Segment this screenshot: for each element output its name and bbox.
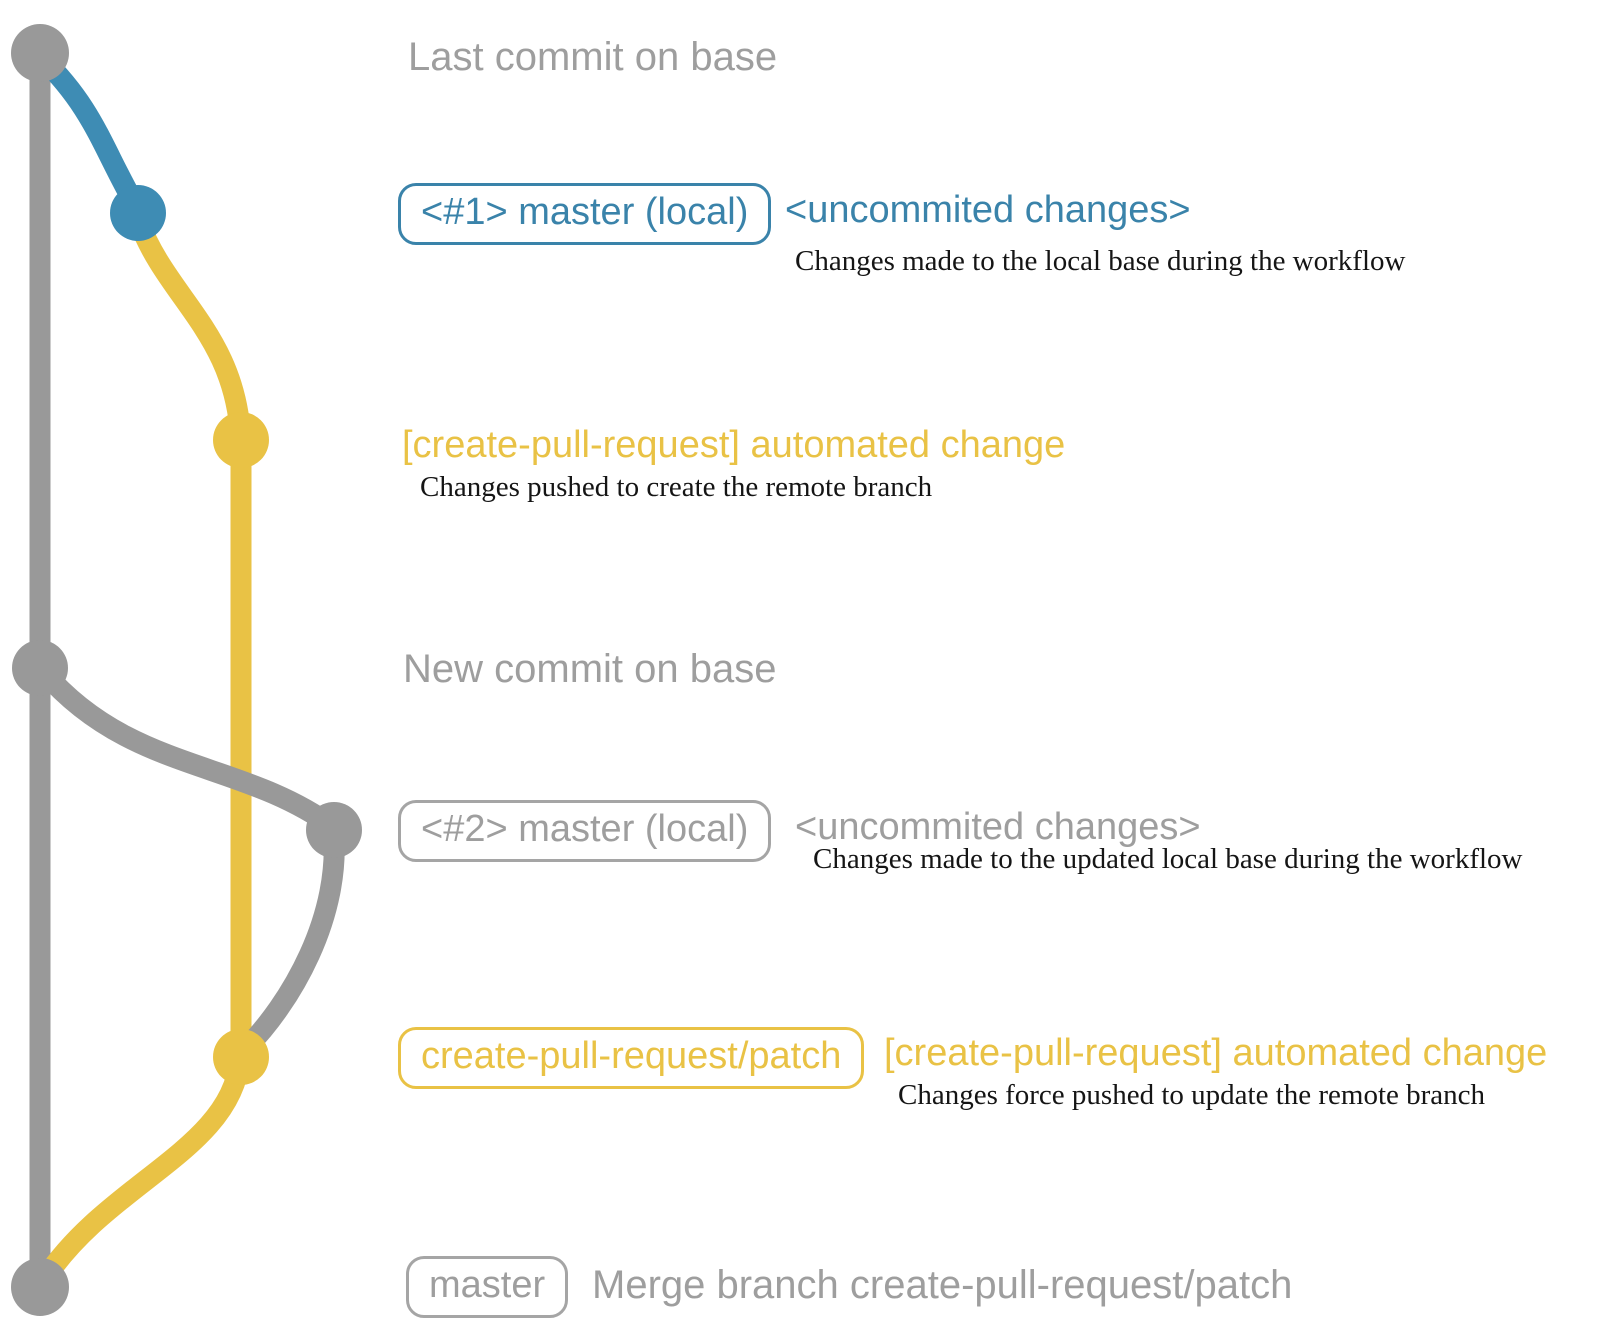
label-merge-branch: Merge branch create-pull-request/patch [592,1263,1293,1307]
badge-master: master [406,1256,569,1318]
label-uncommitted-changes-2: <uncommited changes> [795,806,1201,848]
label-uncommitted-changes-1: <uncommited changes> [785,189,1191,231]
desc-force-push-update: Changes force pushed to update the remot… [898,1079,1486,1111]
label-automated-change-2: [create-pull-request] automated change [884,1032,1548,1074]
desc-push-create-branch: Changes pushed to create the remote bran… [420,471,933,503]
commit-dot-merge [11,1258,69,1316]
commit-dot-local-2 [306,802,362,858]
desc-local-changes-2: Changes made to the updated local base d… [813,843,1523,875]
badge-master-local-1: <#1> master (local) [398,183,772,245]
desc-local-changes-1: Changes made to the local base during th… [795,245,1406,277]
commit-dot-local-1 [110,185,166,241]
commit-dot-new-base [12,640,68,696]
commit-dot-remote-2 [213,1029,269,1085]
label-last-commit-on-base: Last commit on base [408,35,778,79]
remote-patch-merge-line [35,1056,251,1286]
commit-dot-last-base [11,24,69,82]
badge-master-local-2: <#2> master (local) [398,800,772,862]
local-branch-line-gray [36,665,345,1058]
local-branch-line-blue [34,50,148,216]
label-automated-change-1: [create-pull-request] automated change [402,424,1066,466]
commit-dot-remote-1 [213,412,269,468]
remote-patch-branch-line [129,218,252,1058]
label-new-commit-on-base: New commit on base [403,647,777,691]
badge-create-pull-request-patch: create-pull-request/patch [398,1027,865,1089]
